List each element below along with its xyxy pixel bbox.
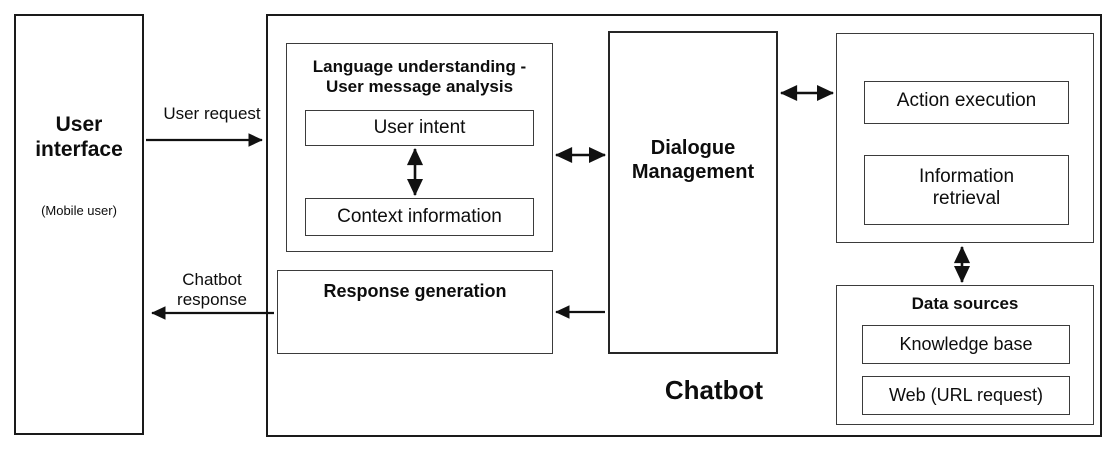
user-intent-label: User intent xyxy=(373,117,466,138)
dialogue-management-label: Dialogue Management xyxy=(631,137,755,183)
chatbot-title: Chatbot xyxy=(664,375,764,405)
web-url-request-box[interactable] xyxy=(862,376,1070,415)
chatbot-response-edge-label: Chatbot response xyxy=(177,270,247,310)
information-retrieval-box[interactable] xyxy=(864,155,1069,225)
knowledge-base-box[interactable] xyxy=(862,325,1070,364)
language-understanding-header: Language understanding - User message an… xyxy=(312,57,527,97)
context-information-label: Context information xyxy=(337,206,502,227)
data-sources-header: Data sources xyxy=(911,294,1019,313)
knowledge-base-label: Knowledge base xyxy=(899,334,1033,354)
dialogue-management-box[interactable] xyxy=(608,31,778,354)
context-information-box[interactable] xyxy=(305,198,534,236)
information-retrieval-label: Information retrieval xyxy=(918,166,1015,210)
user-interface-box[interactable] xyxy=(14,14,144,435)
response-generation-box[interactable] xyxy=(277,270,553,354)
user-request-edge-label: User request xyxy=(163,104,261,123)
response-generation-label: Response generation xyxy=(323,281,507,301)
user-interface-title: User interface xyxy=(35,113,123,161)
user-intent-box[interactable] xyxy=(305,110,534,146)
user-interface-subtitle: (Mobile user) xyxy=(41,203,117,218)
action-execution-label: Action execution xyxy=(896,90,1037,111)
action-execution-box[interactable] xyxy=(864,81,1069,124)
web-url-request-label: Web (URL request) xyxy=(888,385,1044,405)
